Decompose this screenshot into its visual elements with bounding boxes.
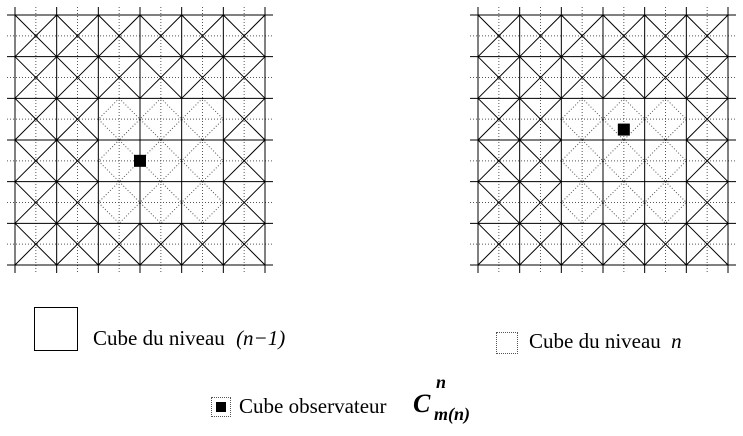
cube-diagonal [139,56,183,99]
observer-superscript-text: n [436,372,447,392]
cube-diagonal [222,14,266,58]
observer-superscript: n [436,373,446,391]
cube-diagonal [56,56,99,99]
cube-diagonal [602,14,646,58]
cube-diagonal [97,14,141,58]
cube-diagonal [685,222,729,266]
cube-diagonal [14,181,58,224]
legend-solid-cube-swatch [34,307,78,351]
observer-cube-marker [134,154,146,167]
cube-diagonal [685,139,729,183]
cube-diagonal [14,139,58,183]
cube-diagonal [560,56,604,99]
observer-subscript: m(n) [434,405,470,423]
cube-diagonal [222,97,266,141]
observer-symbol: C [413,391,430,417]
legend-observer-swatch [211,397,231,417]
legend-level-n-index: n [671,329,682,353]
observer-subscript-text: m(n) [434,404,470,424]
cube-diagonal [644,222,687,266]
cube-diagonal [97,56,141,99]
cube-diagonal [222,139,266,183]
cube-diagonal [477,14,521,58]
grid-level-n-observer-right [470,7,736,273]
cube-diagonal [519,181,562,224]
cube-diagonal [685,56,729,99]
legend-observer-text: Cube observateur [239,396,387,417]
cube-diagonal [14,222,58,266]
cube-diagonal [685,97,729,141]
cube-diagonal [644,56,687,99]
cube-diagonal [519,97,562,141]
observer-cube-marker [617,123,630,136]
cube-diagonal [181,14,224,58]
cube-diagonal [560,14,604,58]
cube-diagonal [56,222,99,266]
cube-diagonal [14,97,58,141]
cube-diagonal [181,222,224,266]
cube-diagonal [685,181,729,224]
cube-diagonal [519,14,562,58]
legend-observer-label: Cube observateur [239,394,387,418]
cube-diagonal [222,56,266,99]
legend-level-prev-label: Cube du niveau [93,326,225,350]
cube-diagonal [56,97,99,141]
grid-level-n-minus-1-observer-left [7,7,273,273]
cube-diagonal [685,14,729,58]
cube-diagonal [519,56,562,99]
cube-diagonal [139,222,183,266]
legend-level-prev-text: Cube du niveau (n−1) [93,328,285,349]
cube-diagonal [222,222,266,266]
cube-diagonal [14,14,58,58]
cube-diagonal [477,139,521,183]
cube-diagonal [560,222,604,266]
cube-diagonal [477,56,521,99]
cube-diagonal [644,14,687,58]
legend-dotted-cube-swatch [496,332,518,354]
observer-symbol-letter: C [413,389,431,418]
cube-diagonal [97,222,141,266]
cube-diagonal [602,56,646,99]
cube-diagonal [519,222,562,266]
legend-level-prev-index: (n−1) [236,326,286,350]
cube-diagonal [56,14,99,58]
legend-observer-fill [216,402,226,412]
cube-diagonal [477,222,521,266]
legend-level-n-label: Cube du niveau [529,329,661,353]
cube-diagonal [602,222,646,266]
cube-diagonal [519,139,562,183]
cube-diagonal [181,56,224,99]
cube-diagonal [477,181,521,224]
legend-level-n-text: Cube du niveau n [529,331,682,352]
cube-diagonal [56,139,99,183]
cube-diagonal [222,181,266,224]
cube-diagonal [477,97,521,141]
cube-diagonal [139,14,183,58]
cube-diagonal [56,181,99,224]
cube-diagonal [14,56,58,99]
